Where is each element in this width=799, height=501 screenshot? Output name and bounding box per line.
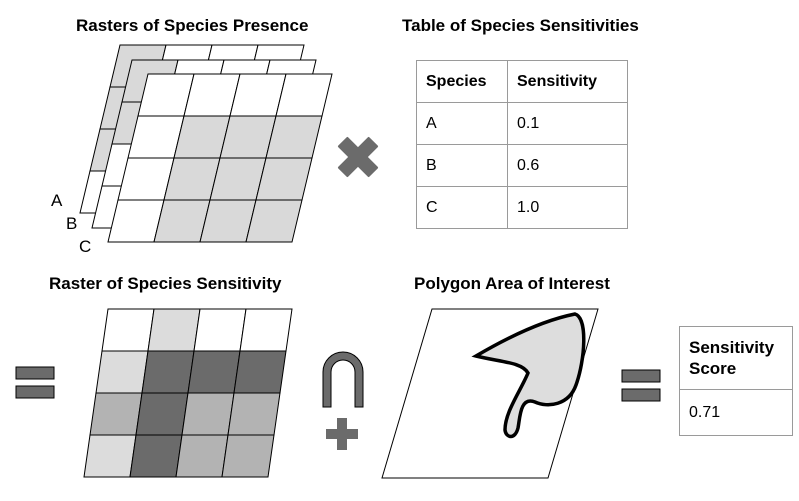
sensitivity-cell: 0.6 bbox=[507, 144, 628, 187]
header-sensitivity: Sensitivity bbox=[507, 60, 628, 103]
score-header-line1: Sensitivity bbox=[689, 338, 775, 357]
species-cell: B bbox=[416, 144, 508, 187]
raster-cell bbox=[147, 308, 201, 352]
raster-cell bbox=[275, 73, 333, 117]
score-header-row: Sensitivity Score bbox=[679, 326, 793, 390]
raster-cell bbox=[265, 115, 323, 159]
raster-cell bbox=[101, 308, 155, 352]
raster-cell bbox=[227, 392, 281, 436]
raster-layer-c bbox=[107, 73, 333, 243]
raster-cell bbox=[245, 199, 303, 243]
table-row: C 1.0 bbox=[416, 186, 628, 229]
score-header-line2: Score bbox=[689, 359, 737, 378]
raster-stack bbox=[79, 44, 333, 243]
layer-label-c: C bbox=[79, 237, 92, 256]
raster-cell bbox=[135, 392, 189, 436]
sensitivity-score-table: Sensitivity Score 0.71 bbox=[679, 326, 793, 436]
multiply-icon bbox=[337, 136, 379, 178]
score-header: Sensitivity Score bbox=[679, 326, 793, 390]
intersect-icon bbox=[322, 351, 364, 450]
raster-cell bbox=[181, 392, 235, 436]
raster-cell bbox=[233, 350, 287, 394]
sensitivity-raster-grid bbox=[83, 308, 293, 478]
raster-cell bbox=[193, 308, 247, 352]
layer-label-a: A bbox=[51, 191, 63, 210]
raster-cell bbox=[89, 392, 143, 436]
title-table-of-species-sensitivities: Table of Species Sensitivities bbox=[402, 16, 639, 35]
title-raster-of-species-sensitivity: Raster of Species Sensitivity bbox=[49, 274, 282, 293]
equals-icon bbox=[15, 366, 55, 399]
raster-cell bbox=[129, 434, 183, 478]
title-rasters-of-species-presence: Rasters of Species Presence bbox=[76, 16, 309, 35]
area-of-interest-shape bbox=[471, 312, 586, 439]
raster-cell bbox=[95, 350, 149, 394]
header-species: Species bbox=[416, 60, 508, 103]
equals-icon-2 bbox=[621, 369, 661, 402]
table-header-row: Species Sensitivity bbox=[416, 60, 628, 103]
polygon-area bbox=[381, 308, 599, 479]
sensitivity-raster bbox=[83, 308, 293, 478]
raster-cell bbox=[175, 434, 229, 478]
species-cell: A bbox=[416, 102, 508, 145]
sensitivity-cell: 0.1 bbox=[507, 102, 628, 145]
raster-cell bbox=[141, 350, 195, 394]
score-value: 0.71 bbox=[679, 389, 793, 436]
species-sensitivity-table: Species Sensitivity A 0.1 B 0.6 C 1.0 bbox=[416, 60, 628, 229]
raster-cell bbox=[83, 434, 137, 478]
raster-cell bbox=[255, 157, 313, 201]
raster-cell bbox=[221, 434, 275, 478]
table-row: B 0.6 bbox=[416, 144, 628, 187]
species-cell: C bbox=[416, 186, 508, 229]
score-value-row: 0.71 bbox=[679, 389, 793, 436]
table-row: A 0.1 bbox=[416, 102, 628, 145]
raster-cell bbox=[239, 308, 293, 352]
raster-cell bbox=[187, 350, 241, 394]
title-polygon-area-of-interest: Polygon Area of Interest bbox=[414, 274, 610, 293]
layer-label-b: B bbox=[66, 214, 78, 233]
sensitivity-cell: 1.0 bbox=[507, 186, 628, 229]
